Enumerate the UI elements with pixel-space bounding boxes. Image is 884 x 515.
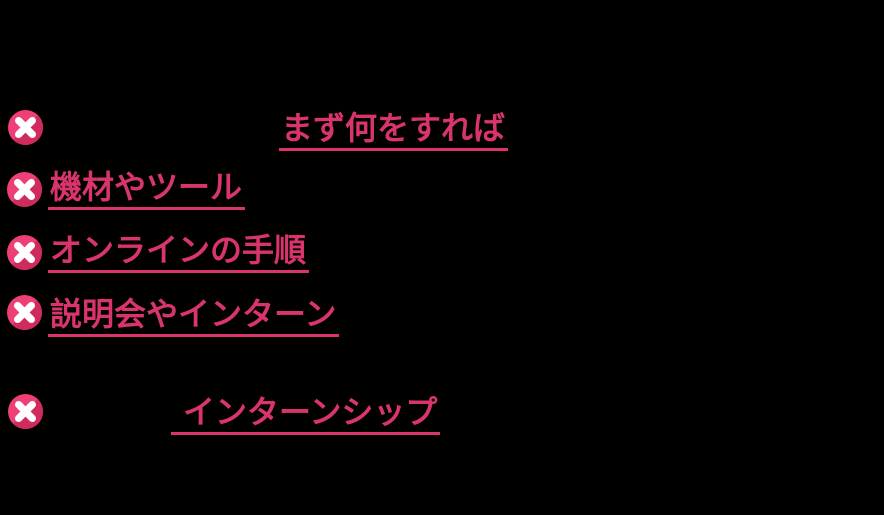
x-circle-icon bbox=[7, 235, 42, 270]
linked-keyword-info-session-intern[interactable]: 説明会やインターン bbox=[48, 298, 340, 337]
linked-keyword-online-procedure[interactable]: オンラインの手順 bbox=[48, 234, 310, 273]
x-circle-icon bbox=[8, 110, 43, 145]
x-circle-icon bbox=[7, 172, 42, 207]
linked-keyword-first-steps[interactable]: まず何をすれば bbox=[279, 112, 509, 151]
linked-keyword-internship[interactable]: インターンシップ bbox=[171, 396, 441, 435]
x-circle-icon bbox=[8, 394, 43, 429]
linked-keyword-equipment-tools[interactable]: 機材やツール bbox=[48, 171, 246, 210]
x-circle-icon bbox=[7, 295, 42, 330]
